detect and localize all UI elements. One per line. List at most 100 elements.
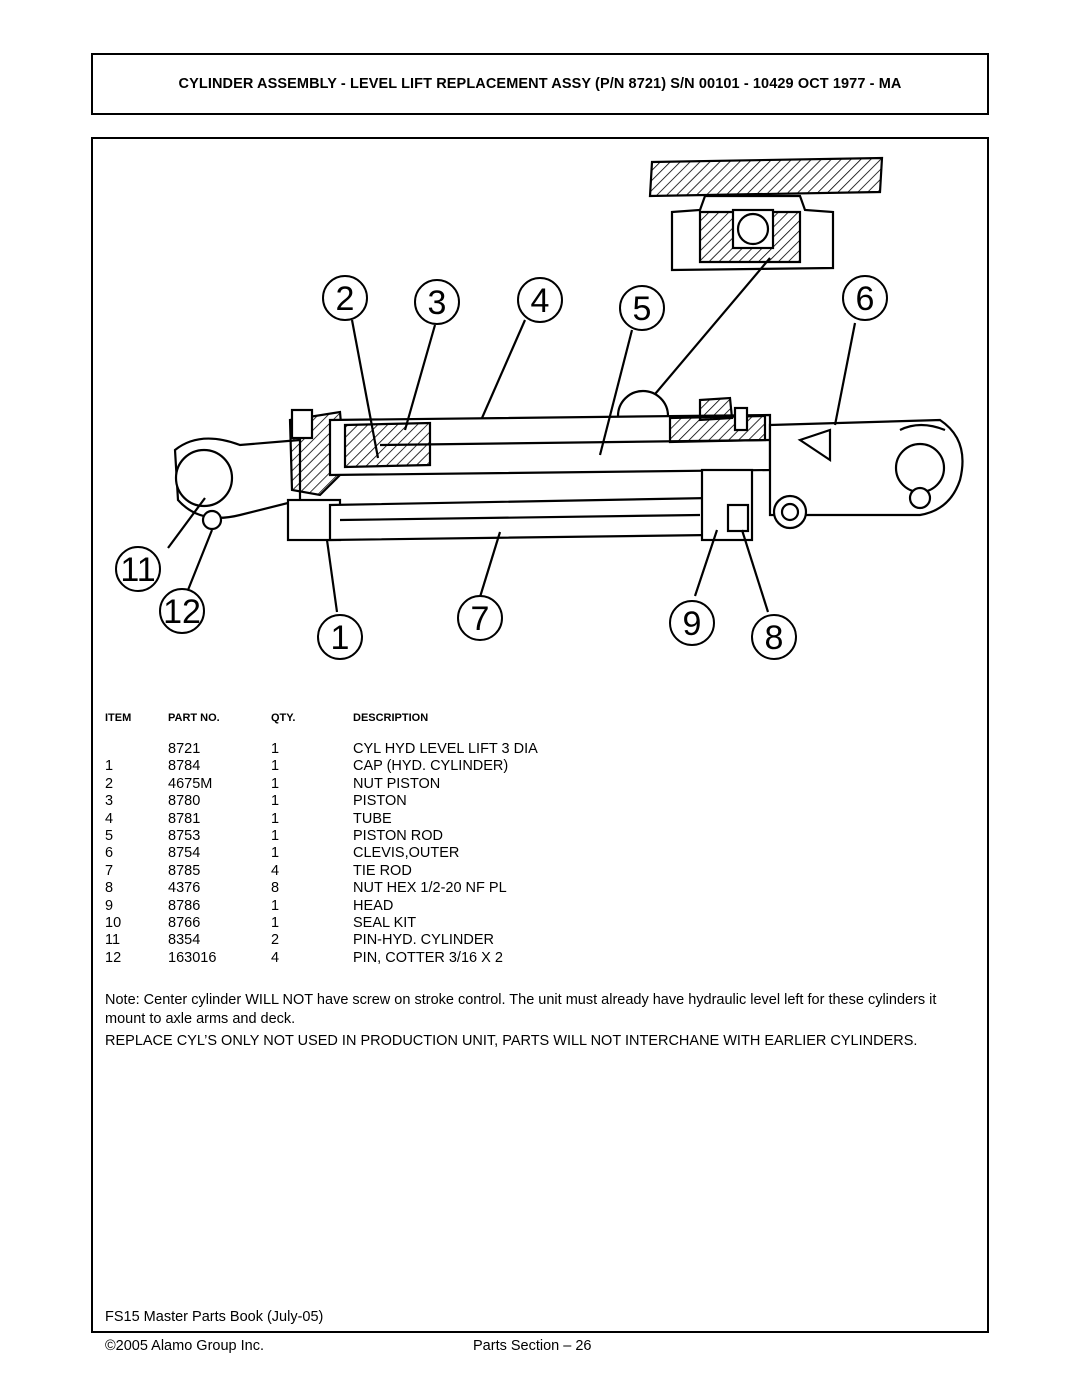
leader-11 (167, 497, 206, 549)
callout-4-circle (517, 277, 563, 323)
cell-qty: 2 (271, 932, 280, 949)
cell-qty: 4 (271, 862, 280, 879)
cell-part-no: 4376 (168, 880, 201, 897)
cell-description: PIN-HYD. CYLINDER (353, 932, 494, 949)
callout-4: 4 (531, 282, 550, 320)
footer-copyright: ©2005 Alamo Group Inc. (105, 1338, 264, 1354)
cell-qty: 8 (271, 880, 280, 897)
cell-item: 1 (105, 758, 114, 775)
callout-12-circle (159, 588, 205, 634)
cell-part-no: 163016 (168, 949, 217, 966)
table-row: 11 8354 2 PIN-HYD. CYLINDER (103, 932, 803, 949)
callout-12: 12 (163, 593, 201, 631)
content-frame (91, 137, 989, 1333)
cell-part-no: 8754 (168, 845, 201, 862)
callout-8-circle (751, 614, 797, 660)
cell-item: 11 (105, 932, 121, 949)
header-part-no: PART NO. (168, 712, 220, 724)
callout-8: 8 (765, 619, 784, 657)
callout-6: 6 (856, 280, 875, 318)
callout-11-circle (115, 546, 161, 592)
footer-page-number: Parts Section – 26 (473, 1338, 592, 1354)
cell-item: 3 (105, 793, 114, 810)
cell-item: 5 (105, 827, 114, 844)
leader-4 (480, 319, 527, 419)
header-qty: QTY. (271, 712, 296, 724)
cell-item: 12 (105, 949, 122, 966)
callout-7-circle (457, 595, 503, 641)
cylinder-assembly-diagram: 2 3 4 5 6 11 12 1 7 9 8 (115, 156, 964, 660)
cell-part-no: 4675M (168, 775, 213, 792)
cell-description: TUBE (353, 810, 392, 827)
cell-part-no: 8354 (168, 932, 201, 949)
cell-item: 7 (105, 862, 114, 879)
callout-7: 7 (471, 600, 490, 638)
cell-description: SEAL KIT (353, 914, 417, 931)
note-stroke-control: Note: Center cylinder WILL NOT have scre… (105, 992, 937, 1027)
cell-part-no: 8766 (168, 914, 201, 931)
cell-description: CYL HYD LEVEL LIFT 3 DIA (353, 741, 538, 757)
page-title: CYLINDER ASSEMBLY - LEVEL LIFT REPLACEME… (178, 76, 902, 92)
note-replacement-warning: REPLACE CYL’S ONLY NOT USED IN PRODUCTIO… (105, 1033, 918, 1049)
cell-description: NUT PISTON (353, 775, 441, 792)
callout-2-circle (322, 275, 368, 321)
leader-5 (598, 329, 634, 456)
cell-part-no: 8780 (168, 793, 201, 810)
table-row: 10 8766 1 SEAL KIT (103, 915, 803, 932)
leader-12 (186, 529, 214, 591)
notes-section: Note: Center cylinder WILL NOT have scre… (105, 991, 965, 1055)
cell-description: PIN, COTTER 3/16 X 2 (353, 949, 503, 966)
cell-qty: 1 (271, 897, 280, 914)
cell-qty: 1 (271, 793, 280, 810)
cell-item: 8 (105, 880, 114, 897)
cell-qty: 1 (271, 741, 280, 757)
cell-part-no: 8753 (168, 827, 201, 844)
cell-qty: 4 (271, 949, 280, 966)
cell-part-no: 8785 (168, 862, 201, 879)
cell-description: CAP (HYD. CYLINDER) (353, 758, 509, 775)
title-box: CYLINDER ASSEMBLY - LEVEL LIFT REPLACEME… (91, 53, 989, 115)
callout-1: 1 (331, 619, 350, 657)
table-row: 5 8753 1 PISTON ROD (103, 828, 803, 845)
leader-3 (403, 324, 437, 431)
cell-part-no: 8784 (168, 758, 201, 775)
leader-9 (693, 529, 719, 597)
cell-qty: 1 (271, 775, 280, 792)
leader-7 (478, 531, 502, 598)
cell-qty: 1 (271, 758, 280, 775)
cell-part-no: 8781 (168, 810, 201, 827)
cell-description: HEAD (353, 897, 394, 914)
cell-item: 6 (105, 845, 114, 862)
header-description: DESCRIPTION (353, 712, 429, 724)
table-row: 2 4675M 1 NUT PISTON (103, 776, 803, 793)
leader-1 (325, 539, 339, 613)
cell-item: 4 (105, 810, 114, 827)
callout-1-circle (317, 614, 363, 660)
callout-2: 2 (336, 280, 355, 318)
cell-qty: 1 (271, 914, 280, 931)
callout-6-circle (842, 275, 888, 321)
callout-5: 5 (633, 290, 652, 328)
cell-description: NUT HEX 1/2-20 NF PL (353, 880, 507, 897)
cell-item: 2 (105, 775, 114, 792)
callout-11: 11 (120, 551, 155, 589)
footer-book-title: FS15 Master Parts Book (July-05) (105, 1309, 324, 1325)
cell-description: PISTON ROD (353, 827, 443, 844)
cell-item: 10 (105, 914, 122, 931)
leader-8 (740, 529, 770, 613)
parts-table-header: ITEM PART NO. QTY. DESCRIPTION (103, 712, 803, 726)
cell-item: 9 (105, 897, 114, 914)
callout-3-circle (414, 279, 460, 325)
callout-9-circle (669, 600, 715, 646)
cell-qty: 1 (271, 827, 280, 844)
callout-3: 3 (428, 284, 447, 322)
mount-bar-detail (648, 156, 884, 198)
